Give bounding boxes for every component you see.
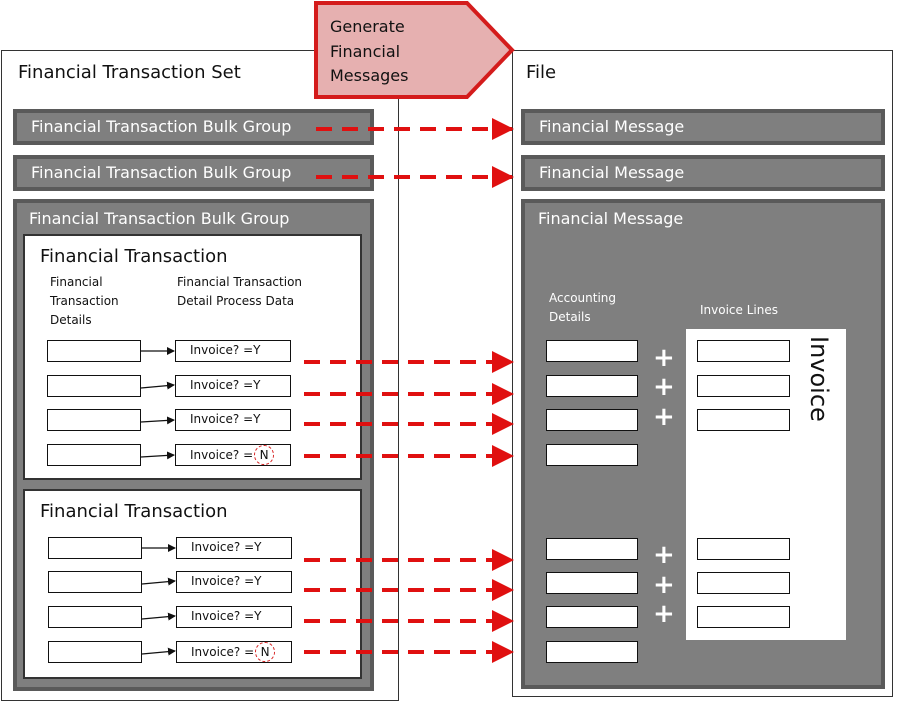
invoice-line-box	[697, 375, 790, 397]
invoice-prefix: Invoice? =	[191, 609, 255, 623]
bulk-group-bar-2: Financial Transaction Bulk Group	[13, 155, 374, 191]
plus-sign: +	[653, 570, 675, 600]
plus-sign: +	[653, 372, 675, 402]
process-data-header: Financial Transaction Detail Process Dat…	[177, 275, 303, 308]
bulk-group-title-3: Financial Transaction Bulk Group	[29, 209, 290, 228]
invoice-prefix: Invoice? =	[190, 378, 254, 392]
accounting-detail-box	[546, 606, 638, 628]
invoice-flag-circled: N	[254, 445, 275, 465]
financial-transaction-2-title: Financial Transaction	[40, 501, 228, 522]
invoice-line-box	[697, 606, 790, 628]
process-data-box: Invoice? =Y	[176, 571, 292, 593]
financial-transaction-set-title: Financial Transaction Set	[18, 62, 241, 83]
invoice-prefix: Invoice? =	[190, 412, 254, 426]
accounting-detail-box	[546, 572, 638, 594]
plus-sign: +	[653, 402, 675, 432]
financial-message-bar-1: Financial Message	[521, 109, 885, 145]
accounting-detail-box	[546, 444, 638, 466]
accounting-detail-box	[546, 340, 638, 362]
invoice-prefix: Invoice? =	[190, 343, 254, 357]
invoice-flag: Y	[253, 378, 261, 392]
callout-line-1: Generate	[330, 17, 405, 36]
accounting-details-header: Accounting Details	[549, 291, 617, 324]
plus-sign: +	[653, 540, 675, 570]
detail-box	[47, 340, 141, 362]
invoice-lines-header: Invoice Lines	[700, 303, 778, 317]
invoice-flag: Y	[254, 574, 262, 588]
detail-box	[48, 537, 142, 559]
process-data-box: Invoice? =N	[176, 641, 292, 663]
invoice-flag: Y	[254, 540, 262, 554]
detail-box	[48, 571, 142, 593]
accounting-detail-box	[546, 375, 638, 397]
invoice-flag: Y	[253, 343, 261, 357]
accounting-detail-box	[546, 538, 638, 560]
bulk-group-bar-1: Financial Transaction Bulk Group	[13, 109, 374, 145]
process-data-box: Invoice? =N	[175, 444, 291, 466]
invoice-label: Invoice	[805, 336, 833, 422]
details-header: Financial Transaction Details	[50, 275, 119, 327]
detail-box	[47, 375, 141, 397]
detail-box	[47, 444, 141, 466]
process-data-box: Invoice? =Y	[175, 375, 291, 397]
plus-sign: +	[653, 599, 675, 629]
financial-message-title-3: Financial Message	[538, 209, 684, 228]
invoice-flag: Y	[254, 609, 262, 623]
process-data-box: Invoice? =Y	[176, 537, 292, 559]
process-data-box: Invoice? =Y	[175, 409, 291, 431]
invoice-line-box	[697, 409, 790, 431]
detail-box	[48, 606, 142, 628]
financial-message-bar-2: Financial Message	[521, 155, 885, 191]
process-data-box: Invoice? =Y	[176, 606, 292, 628]
accounting-detail-box	[546, 641, 638, 663]
detail-box	[47, 409, 141, 431]
process-data-box: Invoice? =Y	[175, 340, 291, 362]
invoice-line-box	[697, 538, 790, 560]
detail-box	[48, 641, 142, 663]
invoice-line-box	[697, 340, 790, 362]
invoice-flag: Y	[253, 412, 261, 426]
plus-sign: +	[653, 343, 675, 373]
accounting-detail-box	[546, 409, 638, 431]
invoice-prefix: Invoice? =	[190, 448, 254, 462]
invoice-prefix: Invoice? =	[191, 645, 255, 659]
invoice-prefix: Invoice? =	[191, 574, 255, 588]
invoice-prefix: Invoice? =	[191, 540, 255, 554]
financial-transaction-1-title: Financial Transaction	[40, 246, 228, 267]
file-title: File	[526, 62, 557, 83]
invoice-flag-circled: N	[255, 642, 276, 662]
invoice-line-box	[697, 572, 790, 594]
